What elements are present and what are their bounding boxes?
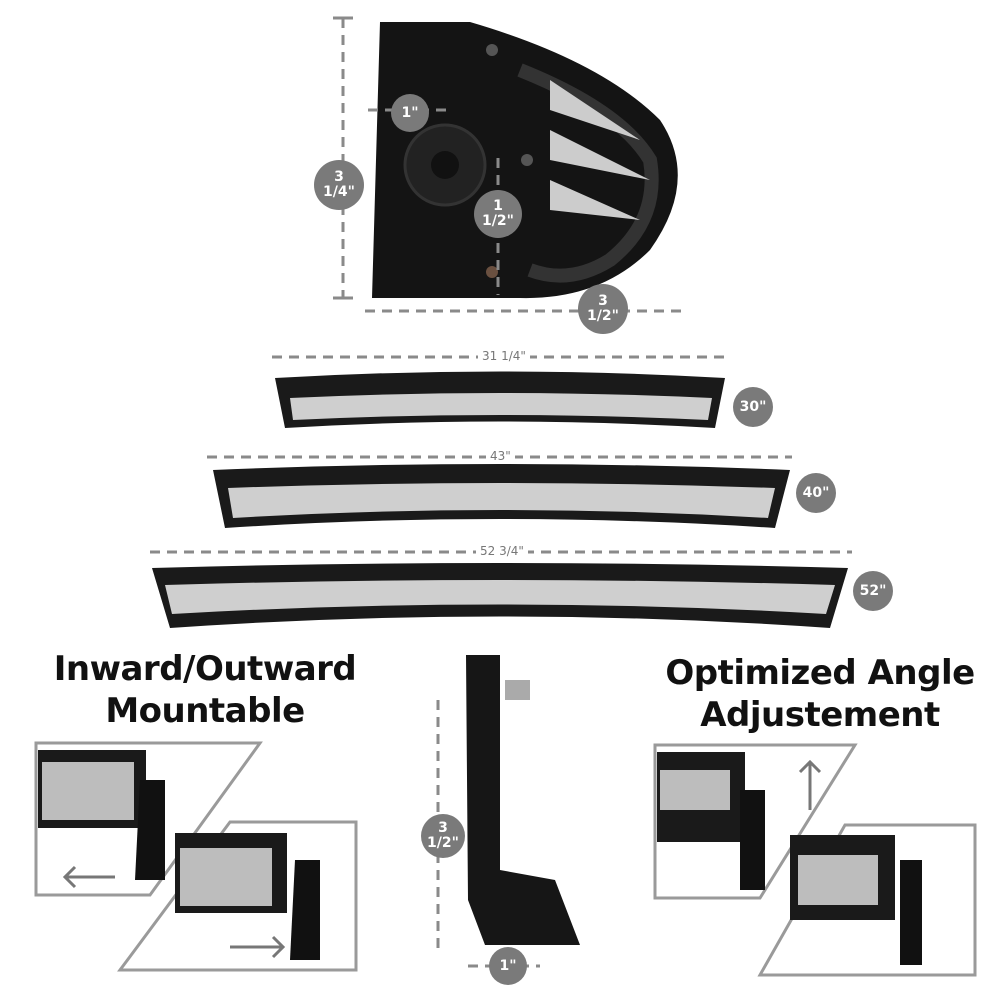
bracket-height-badge: 3 1/2" bbox=[421, 814, 465, 858]
bar-length-label: 31 1/4" bbox=[478, 349, 530, 363]
dim-badge-depth-3-1-2: 3 1/2" bbox=[578, 284, 628, 334]
dim-badge-height-3-1-4: 3 1/4" bbox=[314, 160, 364, 210]
dim-badge-mount-1-1-2: 1 1/2" bbox=[474, 190, 522, 238]
inward-mount-inset bbox=[34, 741, 358, 972]
mounting-bracket bbox=[466, 655, 580, 945]
light-bar-side-profile bbox=[372, 22, 678, 299]
bar-size-badge: 52" bbox=[853, 571, 893, 611]
light-bar-30 bbox=[275, 371, 725, 428]
light-bar-52 bbox=[152, 563, 848, 628]
inward-outward-heading: Inward/Outward Mountable bbox=[53, 649, 357, 731]
bracket-width-badge: 1" bbox=[489, 947, 527, 985]
dim-badge-width-1in: 1" bbox=[391, 94, 429, 132]
bar-size-badge: 30" bbox=[733, 387, 773, 427]
bar-size-badge: 40" bbox=[796, 473, 836, 513]
bar-length-label: 52 3/4" bbox=[476, 544, 528, 558]
light-bar-40 bbox=[213, 464, 790, 528]
bar-length-label: 43" bbox=[486, 449, 515, 463]
angle-adjust-inset bbox=[653, 743, 977, 977]
angle-adjustment-heading: Optimized Angle Adjustement bbox=[665, 653, 975, 735]
arrow-icons bbox=[62, 759, 822, 959]
